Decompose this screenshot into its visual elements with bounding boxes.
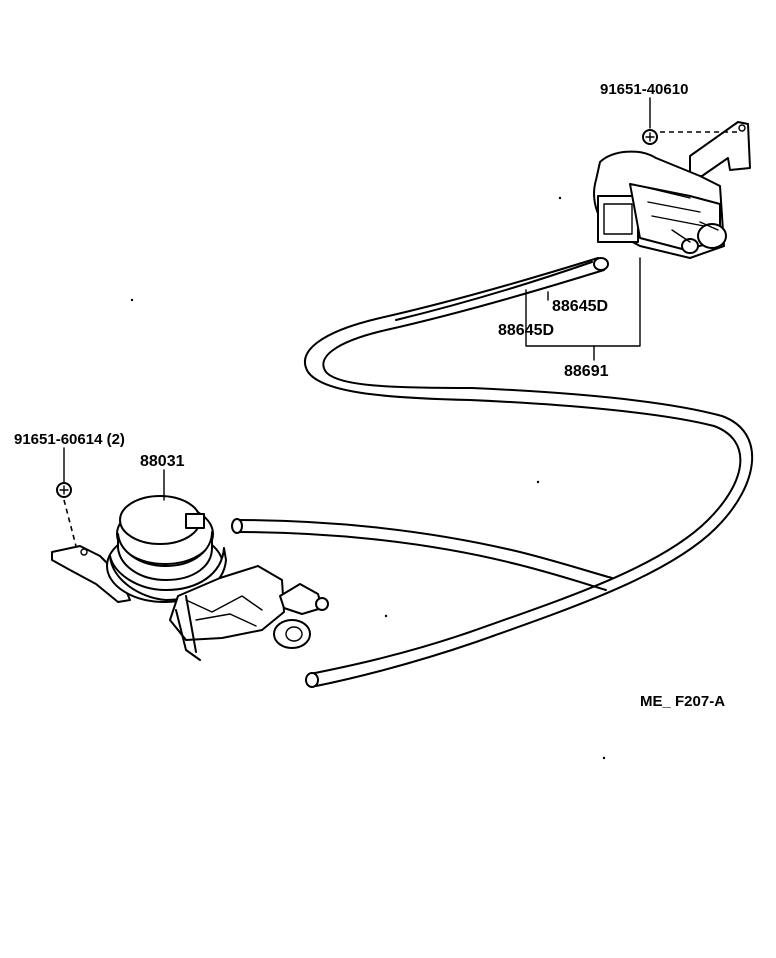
figure-code: ME_ F207-A xyxy=(640,693,725,710)
stray-marks xyxy=(130,196,606,760)
label-hose-b: 88645D xyxy=(498,322,554,339)
label-bolt-top: 91651-40610 xyxy=(600,81,688,98)
label-actuator: 88031 xyxy=(140,453,185,470)
vacuum-hose xyxy=(231,257,754,688)
bolt-left xyxy=(56,447,77,547)
label-hose-assembly: 88691 xyxy=(564,363,609,380)
hose-leaders xyxy=(163,257,641,501)
label-hose-a: 88645D xyxy=(552,298,608,315)
bolt-top xyxy=(642,97,738,145)
vacuum-actuator xyxy=(51,495,329,661)
label-bolt-left: 91651-60614 (2) xyxy=(14,431,125,448)
vacuum-switching-valve xyxy=(593,121,751,259)
